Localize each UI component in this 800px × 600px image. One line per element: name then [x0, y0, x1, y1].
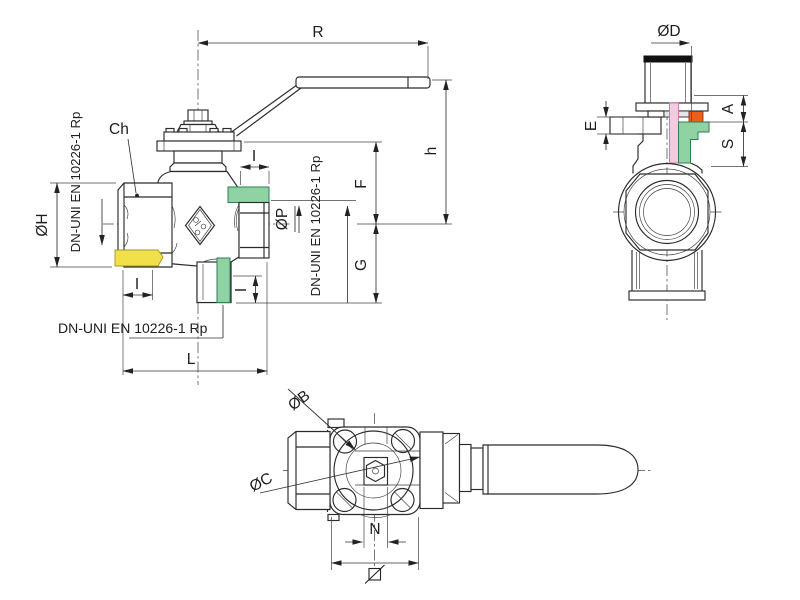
label-N: N: [369, 521, 380, 538]
square-section-symbol-icon: [364, 564, 385, 584]
label-Ch: Ch: [109, 121, 129, 138]
stem-neck: [173, 150, 223, 164]
label-L: L: [187, 351, 196, 368]
side-hex-body: [617, 162, 717, 262]
brand-logo-diamond: [184, 205, 216, 246]
label-I-bottom: I: [233, 288, 250, 292]
plate-tab-bottom: [327, 513, 340, 522]
side-neck: [632, 134, 644, 174]
handle-grip-top-view: [482, 444, 639, 495]
body-section-green: [678, 121, 710, 164]
bottom-view-left-port: [287, 430, 331, 511]
label-E: E: [583, 121, 600, 131]
bottom-view-handle: [419, 431, 639, 510]
label-G: G: [353, 259, 370, 271]
stem-assembly: [156, 109, 242, 173]
label-OB: ØB: [285, 387, 313, 414]
label-I-left: I: [135, 276, 139, 293]
label-OH: ØH: [34, 213, 51, 236]
side-flange-plate: [609, 116, 662, 135]
leader-dot: [135, 193, 139, 198]
label-OP: ØP: [274, 208, 291, 230]
front-view: [114, 76, 431, 304]
side-view: [609, 55, 717, 301]
thread-seal-green-bottom: [216, 257, 231, 303]
handle-grip-end-cap: [643, 55, 693, 63]
label-h: h: [423, 147, 440, 156]
label-thread-right: DN-UNI EN 10226-1 Rp: [308, 156, 323, 297]
thread-seal-green-right: [227, 186, 270, 203]
label-thread-left: DN-UNI EN 10226-1 Rp: [68, 112, 83, 253]
label-R: R: [312, 24, 323, 41]
side-handle-sleeve: [643, 55, 693, 104]
label-OD: ØD: [657, 23, 680, 40]
thread-seal-yellow: [114, 249, 164, 267]
boss-circle: [333, 430, 414, 511]
handle-grip: [295, 76, 431, 89]
label-thread-bottom: DN-UNI EN 10226-1 Rp: [58, 320, 208, 336]
label-I-right: I: [252, 148, 256, 165]
plate-tab-top: [327, 418, 345, 429]
right-port: [227, 186, 270, 259]
front-view-dimensions: R h F G I ØP DN-UNI EN 10226-1 Rp ØH DN-…: [34, 24, 452, 375]
label-F: F: [353, 179, 370, 188]
label-A: A: [720, 103, 737, 114]
label-OC: ØC: [247, 470, 276, 496]
bottom-port: [196, 257, 232, 304]
left-port: [114, 182, 173, 268]
bottom-view: [287, 418, 639, 522]
side-view-dimensions: ØD E A S: [583, 23, 748, 167]
label-S: S: [720, 139, 737, 149]
stem-square: [363, 456, 389, 486]
handle-lever: [225, 76, 431, 137]
iso-flange-plate: [156, 127, 242, 152]
stem-nut: [187, 109, 209, 122]
seal-orange: [688, 111, 704, 123]
side-bottom-port: [628, 250, 706, 301]
